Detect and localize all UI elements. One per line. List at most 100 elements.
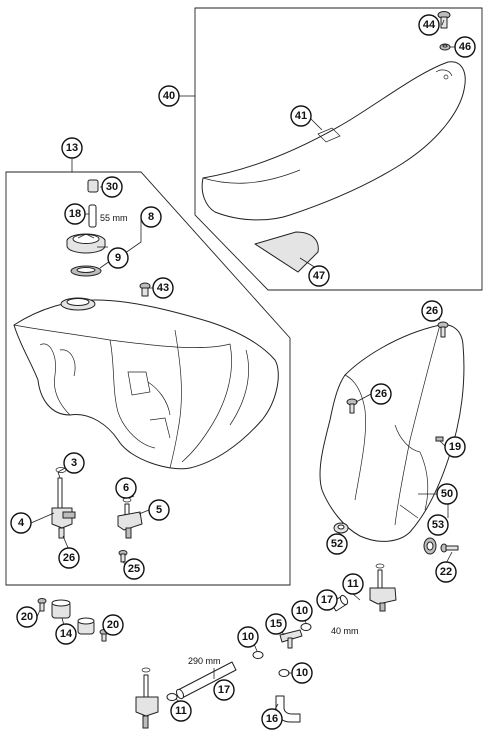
callout-11-upper: 11 <box>342 573 364 595</box>
svg-text:15: 15 <box>270 618 282 630</box>
svg-text:20: 20 <box>107 619 119 631</box>
seat-pad <box>254 231 319 273</box>
dimension-290mm: 290 mm <box>188 656 221 666</box>
tank-group-frame <box>5 171 291 586</box>
callout-26-tank: 26 <box>58 547 80 569</box>
dimension-55mm: 55 mm <box>100 213 128 223</box>
hose-clamp-c <box>278 669 290 677</box>
callout-50: 50 <box>436 483 458 505</box>
tap-screw <box>118 550 128 563</box>
callout-18: 18 <box>64 203 86 225</box>
svg-text:10: 10 <box>296 667 308 679</box>
svg-text:46: 46 <box>459 41 471 53</box>
callout-40: 40 <box>158 85 180 107</box>
fuel-tap-left <box>51 467 76 539</box>
callout-47: 47 <box>308 265 330 287</box>
svg-text:10: 10 <box>242 631 254 643</box>
cover-small-screw <box>435 436 444 442</box>
svg-text:17: 17 <box>321 594 333 606</box>
cover-bolt-top <box>437 321 449 338</box>
svg-text:43: 43 <box>157 282 169 294</box>
callout-8: 8 <box>140 206 162 228</box>
fuel-tank <box>13 297 279 470</box>
svg-text:13: 13 <box>66 142 78 154</box>
svg-text:26: 26 <box>63 552 75 564</box>
cover-bolt-bottom <box>440 543 459 553</box>
callout-10-middle: 10 <box>237 626 259 648</box>
bolt-20-left <box>37 598 47 612</box>
callout-52: 52 <box>326 533 348 555</box>
callout-53: 53 <box>427 514 449 536</box>
tank-vent-cap <box>87 179 99 193</box>
callout-30: 30 <box>101 176 123 198</box>
rubber-bushing <box>51 599 95 635</box>
svg-text:8: 8 <box>148 211 154 223</box>
hose-clamp-b <box>252 651 264 659</box>
svg-text:11: 11 <box>347 578 359 590</box>
svg-text:47: 47 <box>313 270 325 282</box>
svg-text:30: 30 <box>106 181 118 193</box>
callout-11-lower: 11 <box>170 700 192 722</box>
svg-text:52: 52 <box>331 538 343 550</box>
svg-text:41: 41 <box>295 110 307 122</box>
tank-bolt <box>139 282 151 297</box>
callout-6: 6 <box>115 477 137 499</box>
filler-cap <box>66 233 106 254</box>
callout-16: 16 <box>261 708 283 730</box>
callout-20-left: 20 <box>16 606 38 628</box>
callout-10-upper: 10 <box>291 600 313 622</box>
callout-3: 3 <box>63 452 85 474</box>
filler-cap-seal <box>70 265 102 277</box>
callout-41: 41 <box>290 105 312 127</box>
callout-44: 44 <box>418 14 440 36</box>
fuel-tap-lower-left <box>135 667 159 729</box>
seat-group-frame <box>194 7 483 291</box>
vent-hose-55mm <box>88 204 97 228</box>
callout-5: 5 <box>148 499 170 521</box>
svg-text:20: 20 <box>21 611 33 623</box>
svg-text:11: 11 <box>175 705 187 717</box>
svg-text:4: 4 <box>18 517 25 529</box>
svg-text:26: 26 <box>375 388 387 400</box>
callout-17-upper: 17 <box>316 589 338 611</box>
t-piece <box>279 629 303 649</box>
callout-26-cover-top: 26 <box>421 300 443 322</box>
callout-26-cover-middle: 26 <box>370 383 392 405</box>
callout-46: 46 <box>454 36 476 58</box>
svg-text:9: 9 <box>115 252 121 264</box>
svg-text:22: 22 <box>440 566 452 578</box>
cover-grommet <box>333 522 349 534</box>
hose-clamp-d <box>166 693 178 701</box>
svg-text:53: 53 <box>432 519 444 531</box>
svg-text:50: 50 <box>441 488 453 500</box>
seat-washer <box>439 43 451 51</box>
svg-text:19: 19 <box>449 441 461 453</box>
callout-10-lower: 10 <box>291 662 313 684</box>
svg-text:44: 44 <box>423 19 436 31</box>
callout-4: 4 <box>10 512 32 534</box>
seat <box>201 61 466 221</box>
svg-text:3: 3 <box>71 457 77 469</box>
fuel-tap-lower-right <box>369 563 397 612</box>
hose-clamp-a <box>300 623 312 631</box>
svg-text:25: 25 <box>128 563 140 575</box>
fuel-tap-right <box>117 497 143 539</box>
callout-43: 43 <box>152 277 174 299</box>
cover-bolt-middle <box>346 398 358 414</box>
svg-text:18: 18 <box>69 208 81 220</box>
callout-13: 13 <box>61 137 83 159</box>
seat-screw <box>437 11 451 29</box>
svg-text:40: 40 <box>163 90 175 102</box>
callout-20-right: 20 <box>102 614 124 636</box>
hose-40mm <box>330 594 349 612</box>
svg-text:17: 17 <box>218 684 230 696</box>
side-cover <box>319 324 465 542</box>
svg-text:14: 14 <box>60 628 73 640</box>
cover-spacer <box>423 537 437 555</box>
svg-text:10: 10 <box>296 605 308 617</box>
svg-text:16: 16 <box>266 713 278 725</box>
callout-15: 15 <box>265 613 287 635</box>
callout-19: 19 <box>444 436 466 458</box>
svg-text:5: 5 <box>156 504 162 516</box>
